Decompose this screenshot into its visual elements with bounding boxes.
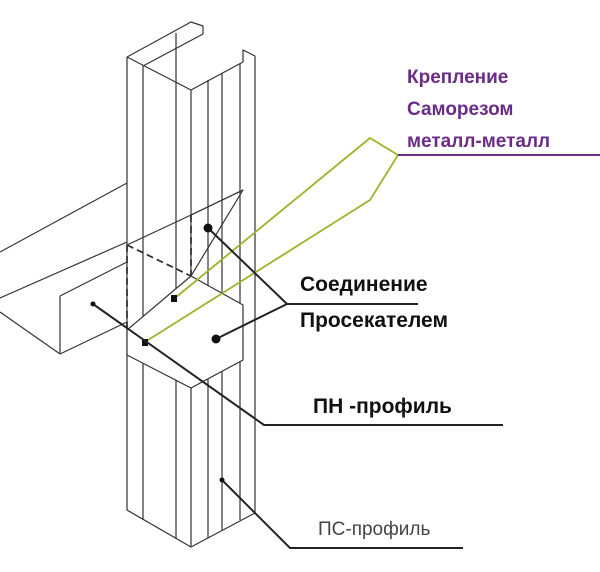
screw-mark <box>142 339 148 346</box>
joint-label-line2: Просекателем <box>300 309 448 332</box>
pn-profile-beam <box>0 182 128 355</box>
ps-profile-label: ПС-профиль <box>318 519 431 540</box>
pn-leader <box>92 303 503 426</box>
joint-point <box>211 334 221 344</box>
screw-mark <box>171 295 177 302</box>
joint-point <box>203 223 213 233</box>
screw-label-line3: металл-металл <box>407 131 551 152</box>
pn-profile-label: ПН -профиль <box>313 395 452 418</box>
screw-label-line2: Саморезом <box>407 99 514 120</box>
screw-label-line1: Крепление <box>407 67 509 88</box>
joint-plate <box>126 189 244 389</box>
ps-leader <box>221 479 463 549</box>
joint-leader <box>207 227 418 340</box>
joint-label-line1: Соединение <box>300 273 428 296</box>
hidden-edges <box>126 215 192 330</box>
